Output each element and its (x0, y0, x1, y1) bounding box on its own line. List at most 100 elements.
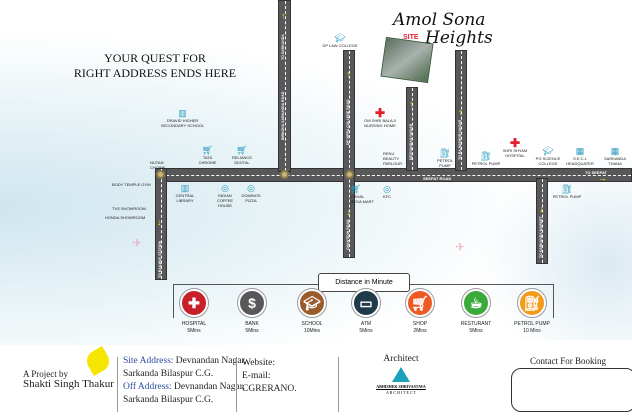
addresses: Site Address: Devnandan Nagar, Sarkanda … (123, 356, 247, 405)
developer-name: Shakti Singh Thakur (23, 378, 114, 390)
road-label: TO RAJKISHOR NAGAR (458, 119, 462, 160)
road-label: DEVNANDAN NAGAR (409, 123, 413, 160)
distance-label: BANK (245, 321, 259, 327)
junction-marker (345, 170, 354, 179)
plate-icon: ◎ (221, 183, 229, 193)
bird-decoration: ✈ (455, 240, 466, 254)
site-road (406, 87, 418, 171)
hospital-cross-icon: ✚ (180, 289, 208, 317)
distance-label: HOSPITAL (181, 321, 207, 327)
brand-name: Amol Sona (393, 10, 486, 30)
distance-time: 10Mins (303, 328, 321, 334)
site-label: SITE (403, 34, 419, 41)
graduation-cap-icon: 🎓︎ (542, 146, 554, 156)
poi-shop: 🛒︎TATA CHROME (195, 145, 220, 165)
contact-booking-title: Contact For Booking (530, 356, 606, 366)
junction-marker (156, 170, 165, 179)
poi-shop: 🛒︎RELIANCE DIGITAL (228, 145, 256, 165)
fuel-icon: ⛽︎ (480, 151, 492, 161)
arrow-down-icon: ↓ (539, 204, 544, 214)
poi-chowk: NUTAN CHOWK (150, 160, 166, 170)
book-icon: ▥ (180, 183, 190, 193)
poi-restaurant: ◎INDIAN COFFEE HOUSE (212, 183, 238, 208)
poi-library: ▥CENTRAL LIBRARY (172, 183, 198, 203)
poi-office: ▦S.E.C.L HEADQUATER (563, 146, 597, 166)
architect-logo (392, 367, 410, 382)
fuel-icon: ⛽︎ (561, 184, 573, 194)
arrow-up-icon: ↑ (409, 99, 414, 109)
junction-marker (280, 170, 289, 179)
poi-college: 🎓︎PG SCIENCE COLLEGE (532, 146, 564, 166)
road-label: TO SARKANDA MARKET (539, 216, 543, 258)
poi-petrol: ⛽︎PETROL PUMP (436, 148, 453, 168)
cart-icon: 🛒︎ (350, 184, 362, 194)
poi-showroom: HONDA SHOWROOM (105, 215, 146, 220)
road-label: TO RAILWAY STATION (158, 240, 162, 278)
poi-gym: BODY TEMPLE GYM (112, 182, 151, 187)
poi-parlour: RENU BEAUTY PARLOUR (383, 151, 403, 166)
distance-label: SHOP (412, 321, 428, 327)
contact-booking-box (511, 368, 632, 412)
headline-line-2: RIGHT ADDRESS ENDS HERE (73, 66, 237, 80)
arrow-right-icon: → (598, 173, 607, 183)
distance-label: PETROL PUMP (514, 321, 550, 327)
book-icon: ▥ (178, 108, 187, 118)
plate-icon: ◎ (247, 183, 255, 193)
poi-petrol: ⛽︎PETROL PUMP (471, 151, 501, 166)
project-by: A Project by (23, 369, 68, 379)
poi-restaurant: ◎DOMINOS PIZZA (238, 183, 264, 203)
architect-sub: A R C H I T E C T (385, 390, 416, 395)
road-label: SEEPAT ROAD (423, 176, 452, 181)
site-building-image (380, 36, 434, 84)
distance-label: SCHOOL (301, 321, 323, 327)
left-road (155, 168, 167, 280)
contact-info: Website:E-mail:CGRERANO. (242, 358, 297, 394)
distance-time: 5Mins (245, 328, 259, 334)
road-label: BIRKONA SARKANDA ROAD (281, 91, 285, 140)
fuel-icon: ⛽︎ (439, 148, 451, 158)
building-icon: ▦ (575, 146, 585, 156)
headline-line-1: YOUR QUEST FOR (104, 51, 206, 65)
arrow-up-icon: ↑ (346, 69, 351, 79)
distance-time: 10 Mins (523, 328, 541, 334)
plate-icon: ◎ (383, 184, 391, 194)
seepat-road (155, 168, 632, 182)
arrow-up-icon: ↑ (281, 11, 286, 21)
poi-restaurant: ◎KFC (380, 184, 394, 199)
divider (117, 357, 118, 412)
poi-police: ▦SARKANDA THANA (600, 146, 630, 166)
building-icon: ▦ (610, 146, 620, 156)
sarkanda-market-road (536, 178, 548, 264)
dollar-icon: $ (238, 289, 266, 317)
poi-college: 🎓︎DP LAW COLLEGE (322, 33, 358, 48)
brand-name-2: Heights (425, 28, 493, 48)
poi-hospital: ✚OM SHRI BALAJI NURSING HOME (360, 106, 400, 128)
dp-college-road (343, 50, 355, 258)
cart-icon: 🛒︎ (236, 145, 248, 155)
poi-hospital: ✚SHRI SHYAM HOSPITAL (498, 137, 532, 158)
architect-name: ABHISHEK SHRIVASTAVA (376, 384, 426, 389)
divider (338, 357, 339, 412)
arrow-down-icon: ↓ (157, 217, 162, 227)
atm-card-icon: ▭ (352, 289, 380, 317)
divider (236, 357, 237, 412)
road-label: CHANTIDIH ROAD (346, 219, 350, 250)
road-label: TO SEEPAT (585, 170, 608, 175)
birkona-road (278, 0, 291, 172)
poi-petrol: ⛽︎PETROL PUMP (552, 184, 582, 199)
hospital-cross-icon: ✚ (374, 106, 386, 120)
distance-time: 5Mins (359, 328, 373, 334)
graduation-cap-icon: 🎓︎ (334, 33, 346, 43)
distance-time: 5Mins (187, 328, 201, 334)
cart-icon: 🛒︎ (201, 145, 214, 155)
developer-logo (82, 345, 114, 377)
cup-icon: ☕︎ (462, 289, 490, 317)
poi-school: ▥DRAVID HIGHER SECONDARY SCHOOL (160, 108, 205, 128)
poi-shop: 🛒︎VISHAL MEGA MART (350, 184, 374, 204)
